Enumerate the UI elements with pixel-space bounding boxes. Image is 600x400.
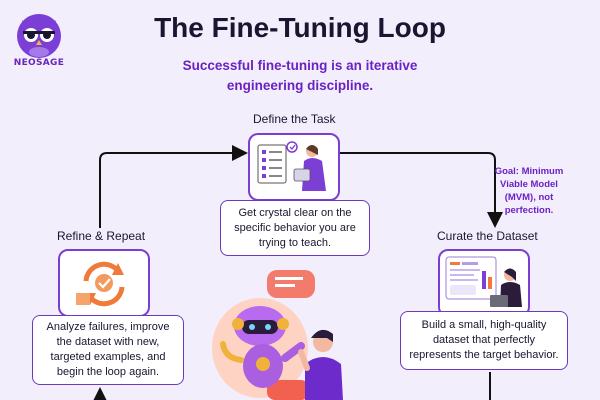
refresh-cycle-icon — [76, 261, 125, 307]
neosage-logo — [14, 10, 64, 80]
page-subtitle: Successful fine-tuning is an iterative e… — [182, 58, 418, 93]
step-label-curate: Curate the Dataset — [437, 229, 538, 243]
dashboard-person-icon — [445, 256, 522, 307]
arrow-refine-to-define — [99, 145, 248, 228]
arrow-define-to-curate — [340, 152, 503, 228]
refine-repeat-card — [58, 249, 150, 317]
step-label-refine: Refine & Repeat — [57, 229, 146, 243]
curate-dataset-description: Build a small, high-quality dataset that… — [400, 311, 568, 370]
define-task-description: Get crystal clear on the specific behavi… — [220, 200, 370, 256]
goal-note: Goal: Minimum Viable Model (MVM), not pe… — [494, 166, 564, 216]
logo-text: NEOSAGE — [13, 58, 65, 68]
refine-repeat-description: Analyze failures, improve the dataset wi… — [32, 315, 184, 385]
step-label-define: Define the Task — [253, 112, 336, 126]
robot-collaboration-illustration — [212, 270, 343, 400]
owl-icon — [17, 14, 61, 58]
page-title: The Fine-Tuning Loop — [154, 12, 446, 43]
checklist-person-icon — [257, 141, 326, 191]
curate-dataset-card — [438, 249, 530, 317]
define-task-card — [248, 133, 340, 201]
